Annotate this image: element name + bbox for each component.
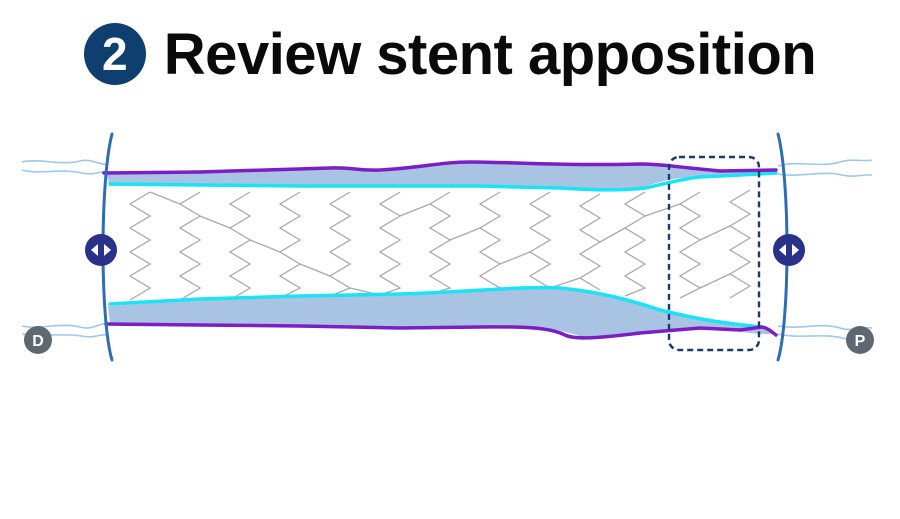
vessel-wall-top (102, 160, 778, 175)
roi-selection-box[interactable] (667, 155, 761, 352)
lumen-border-top (108, 171, 778, 192)
header: 2 Review stent apposition (0, 14, 900, 94)
lumen-border-bottom (108, 285, 764, 329)
top-gap-region (106, 162, 776, 191)
page-title: Review stent apposition (163, 21, 817, 87)
proximal-marker-label: P (855, 333, 866, 350)
proximal-marker: P (846, 326, 874, 354)
vessel-wall-bottom (104, 322, 778, 340)
stent-struts (128, 189, 752, 301)
step-number-badge: 2 (83, 23, 146, 85)
drag-handle-icon (91, 244, 111, 256)
proximal-drag-handle[interactable] (773, 234, 805, 266)
drag-handle-icon (779, 244, 799, 256)
distal-marker-label: D (32, 333, 44, 350)
distal-marker: D (24, 326, 52, 354)
distal-drag-handle[interactable] (85, 234, 117, 266)
